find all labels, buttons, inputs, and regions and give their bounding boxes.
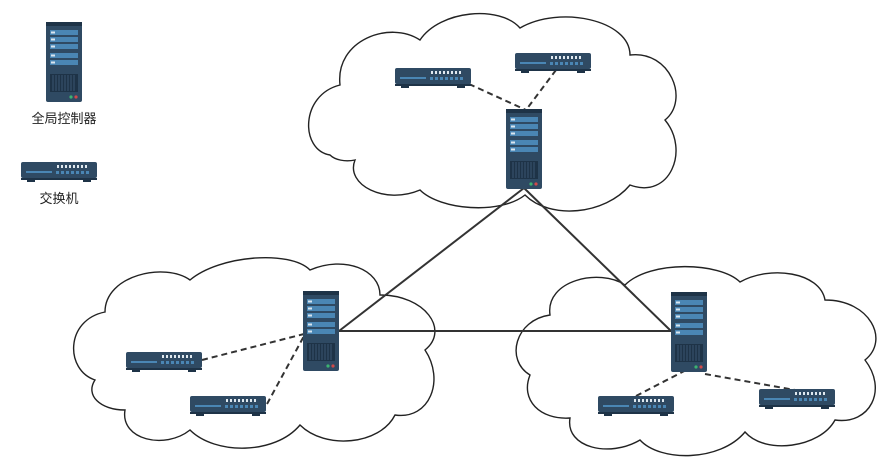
link-top-right xyxy=(523,187,672,332)
legend-controller-label: 全局控制器 xyxy=(31,111,96,126)
cloud-top xyxy=(308,12,677,212)
cloud-left xyxy=(73,256,436,449)
controller-top[interactable] xyxy=(505,108,543,190)
switch-links xyxy=(201,69,796,405)
controller-links xyxy=(338,187,672,332)
switch-right-1[interactable] xyxy=(598,396,674,416)
switch-left-2[interactable] xyxy=(190,396,266,416)
link-top-switch-1 xyxy=(468,83,527,111)
link-left-switch-1 xyxy=(201,333,305,361)
link-right-switch-2 xyxy=(704,373,796,391)
controller-left[interactable] xyxy=(302,290,340,372)
legend-controller-icon xyxy=(45,21,83,103)
switch-right-2[interactable] xyxy=(759,389,835,409)
switch-left-1[interactable] xyxy=(126,352,202,372)
link-left-switch-2 xyxy=(266,335,305,405)
link-top-left xyxy=(338,187,525,332)
legend-switch-icon xyxy=(21,162,97,182)
legend: 全局控制器 交换机 xyxy=(21,21,97,206)
switch-top-right[interactable] xyxy=(515,53,591,73)
legend-switch-label: 交换机 xyxy=(39,191,78,206)
switch-top-left[interactable] xyxy=(395,68,471,88)
controller-right[interactable] xyxy=(670,291,708,373)
link-right-switch-1 xyxy=(635,367,691,397)
link-top-switch-2 xyxy=(525,69,557,111)
